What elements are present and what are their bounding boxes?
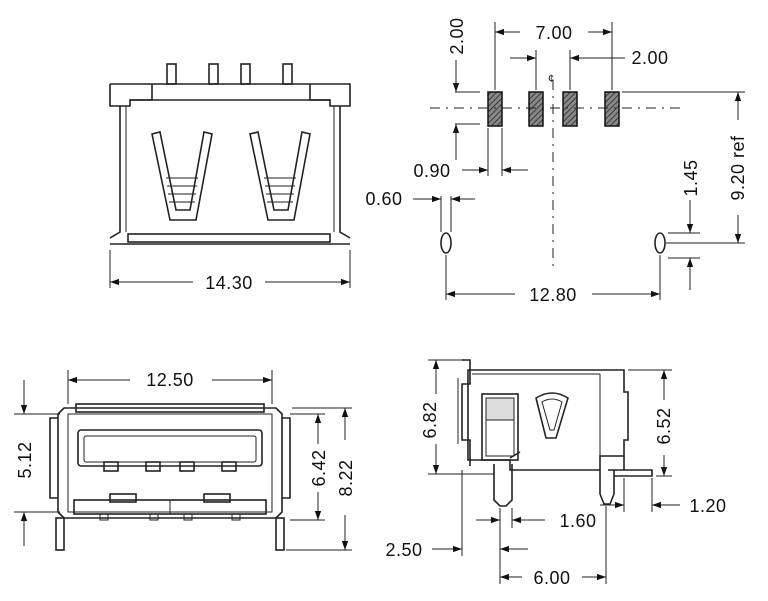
top-view: 14.30 [109,63,351,293]
dimension-side-left-offset: 2.50 [385,540,422,560]
dimension-ref-height: 9.20 ref [728,135,748,201]
side-view: 6.82 6.52 1.20 1.60 2.50 6.00 [385,359,726,588]
dimension-hole-offset: 1.45 [681,159,701,196]
dimension-front-height-b: 6.42 [309,449,329,486]
dimension-side-height-b: 6.52 [654,407,674,444]
dimension-pitch-outer: 7.00 [535,23,572,43]
dimension-hole-width: 0.60 [365,189,402,209]
footprint-view: ¢ 2.00 7.00 2.00 0.90 0.60 [365,17,748,305]
dimension-side-height-a: 6.82 [420,401,440,438]
dimension-side-lead-span: 6.00 [533,568,570,588]
front-view: 12.50 5.12 6.42 8.22 [14,370,356,551]
dimension-hole-spacing: 12.80 [529,285,577,305]
dimension-top-width: 14.30 [205,273,253,293]
centerline-mark: ¢ [548,73,554,85]
dimension-pad-width: 0.90 [413,161,450,181]
dimension-pitch-inner: 2.00 [631,48,668,68]
dimension-side-tab: 1.20 [689,496,726,516]
dimension-front-height-c: 8.22 [336,459,356,496]
dimension-pad-offset: 2.00 [447,17,467,54]
dimension-front-height-a: 5.12 [15,441,35,478]
dimension-front-width: 12.50 [146,370,194,390]
dimension-side-lead-offset: 1.60 [559,511,596,531]
